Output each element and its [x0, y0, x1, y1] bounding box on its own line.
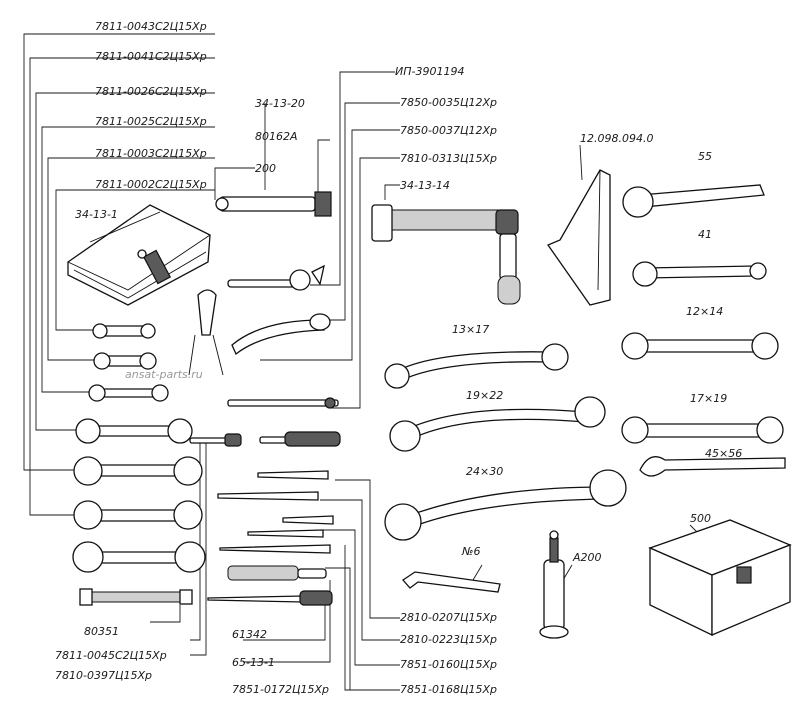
- label-7811-0026: 7811-0026С2Ц15Хр: [95, 85, 207, 98]
- label-size-12x14: 12×14: [686, 305, 723, 318]
- label-7810-0313: 7810-0313Ц15Хр: [400, 152, 497, 165]
- label-80162a: 80162А: [255, 130, 298, 143]
- label-12-098-094-0: 12.098.094.0: [580, 132, 653, 145]
- leader-lines: [23, 33, 711, 691]
- label-7850-0037: 7850-0037Ц12Хр: [400, 124, 497, 137]
- label-ip-3901194: ИП-3901194: [395, 65, 464, 78]
- open-end-wrenches-right: [621, 184, 786, 477]
- label-34-13-14: 34-13-14: [400, 179, 450, 192]
- label-500: 500: [690, 512, 711, 525]
- tool-bag: [67, 204, 211, 306]
- label-2810-0207: 2810-0207Ц15Хр: [400, 611, 497, 624]
- part-labels: 7811-0043С2Ц15Хр 7811-0041С2Ц15Хр 7811-0…: [55, 20, 742, 696]
- label-200: 200: [255, 162, 276, 175]
- label-2810-0223: 2810-0223Ц15Хр: [400, 633, 497, 646]
- watermark-text: ansat-parts.ru: [125, 368, 203, 381]
- center-tools: [188, 191, 341, 606]
- label-7811-0043: 7811-0043С2Ц15Хр: [95, 20, 207, 33]
- label-34-13-20: 34-13-20: [255, 97, 305, 110]
- label-7810-0397: 7810-0397Ц15Хр: [55, 669, 152, 682]
- label-65-13-1: 65-13-1: [232, 656, 275, 669]
- label-7811-0041: 7811-0041С2Ц15Хр: [95, 50, 207, 63]
- open-end-wrenches-left: [72, 323, 206, 606]
- label-size-41: 41: [698, 228, 712, 241]
- label-size-19x22: 19×22: [466, 389, 503, 402]
- label-7851-0160: 7851-0160Ц15Хр: [400, 658, 497, 671]
- label-61342: 61342: [232, 628, 267, 641]
- label-no6: №6: [461, 545, 480, 558]
- label-size-24x30: 24×30: [466, 465, 503, 478]
- label-7811-0003: 7811-0003С2Ц15Хр: [95, 147, 207, 160]
- label-size-45x56: 45×56: [705, 447, 742, 460]
- label-size-55: 55: [698, 150, 712, 163]
- right-center-tools: [371, 169, 627, 639]
- label-7811-0002: 7811-0002С2Ц15Хр: [95, 178, 207, 191]
- label-a200: А200: [572, 551, 602, 564]
- label-7850-0035: 7850-0035Ц12Хр: [400, 96, 497, 109]
- label-7851-0172: 7851-0172Ц15Хр: [232, 683, 329, 696]
- label-size-13x17: 13×17: [452, 323, 489, 336]
- label-7851-0168: 7851-0168Ц15Хр: [400, 683, 497, 696]
- label-7811-0025: 7811-0025С2Ц15Хр: [95, 115, 207, 128]
- label-7811-0045: 7811-0045С2Ц15Хр: [55, 649, 167, 662]
- label-size-17x19: 17×19: [690, 392, 727, 405]
- label-34-13-1: 34-13-1: [75, 208, 118, 221]
- tool-box: [648, 519, 792, 637]
- label-80351: 80351: [84, 625, 119, 638]
